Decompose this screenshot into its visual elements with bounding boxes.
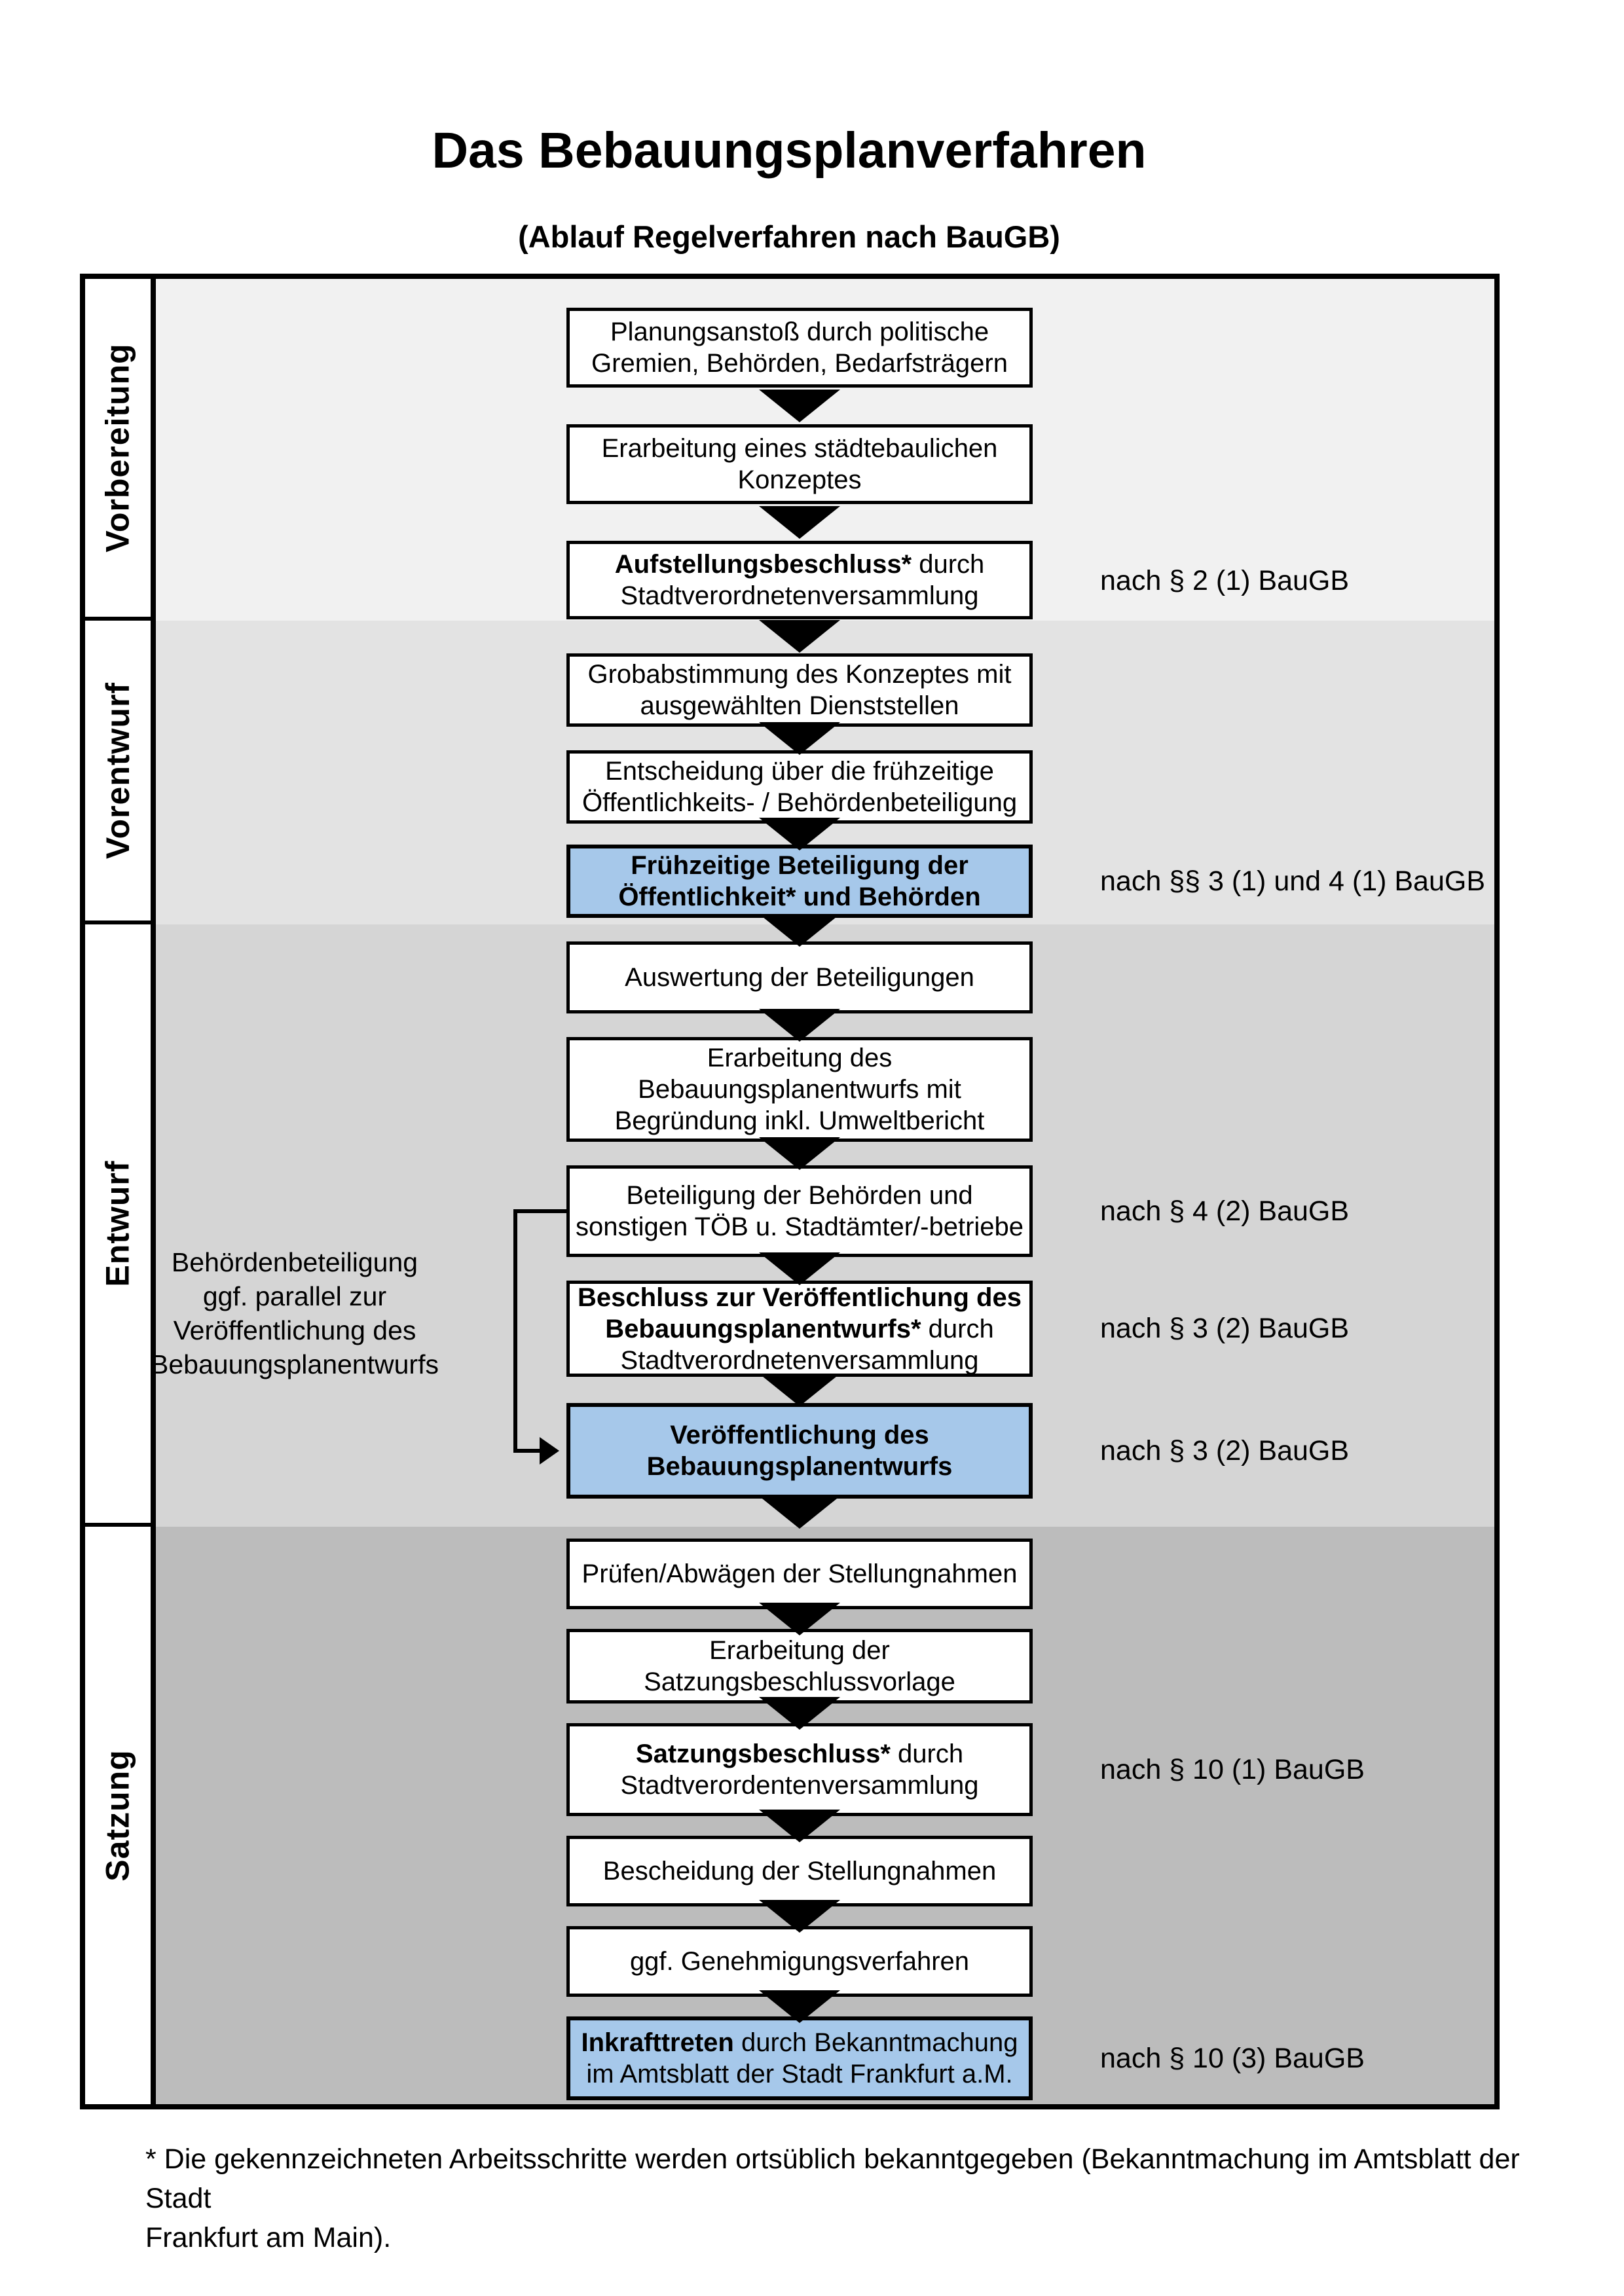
flow-arrow-down — [759, 1009, 840, 1042]
flow-step-planungsanstoss: Planungsanstoß durch politische Gremien,… — [566, 308, 1033, 388]
flow-arrow-down — [759, 1252, 840, 1285]
phase-label-entwurf: Entwurf — [85, 924, 151, 1527]
flow-step-fruehzeitige-beteiligung-highlighted: Frühzeitige Beteiligung der Öffentlichke… — [566, 845, 1033, 918]
step-text: Grobabstimmung des Konzeptes mit — [587, 660, 1012, 689]
flow-step-auswertung-beteiligungen: Auswertung der Beteiligungen — [566, 941, 1033, 1013]
flow-step-pruefen-abwaegen: Prüfen/Abwägen der Stellungnahmen — [566, 1539, 1033, 1609]
step-text: Inkrafttreten durch Bekanntmachung — [581, 2028, 1018, 2057]
phase-label-text: Vorbereitung — [100, 343, 137, 553]
step-text: Entscheidung über die frühzeitige — [605, 757, 994, 786]
side-note-parallel-behoerdenbeteiligung: Behördenbeteiligung ggf. parallel zur Ve… — [105, 1245, 485, 1381]
step-text: Bebauungsplanentwurfs* durch — [605, 1314, 994, 1343]
step-text: Prüfen/Abwägen der Stellungnahmen — [581, 1559, 1018, 1588]
phase-label-satzung: Satzung — [85, 1527, 151, 2104]
flow-step-grobabstimmung: Grobabstimmung des Konzeptes mit ausgewä… — [566, 653, 1033, 727]
flow-step-satzungsbeschluss: Satzungsbeschluss* durch Stadtverordente… — [566, 1723, 1033, 1816]
side-note-line: Behördenbeteiligung — [171, 1247, 418, 1277]
flow-arrow-down — [759, 1990, 840, 2023]
phase-label-text: Satzung — [100, 1749, 136, 1882]
step-text: Bescheidung der Stellungnahmen — [602, 1857, 997, 1886]
step-text: ggf. Genehmigungsverfahren — [629, 1947, 970, 1976]
step-text: Aufstellungsbeschluss* durch — [614, 550, 985, 579]
step-text: im Amtsblatt der Stadt Frankfurt a.M. — [586, 2060, 1013, 2088]
step-text: Erarbeitung eines städtebaulichen — [601, 434, 998, 463]
step-text: Erarbeitung des — [707, 1044, 893, 1072]
flow-arrow-down — [759, 620, 840, 653]
legal-ref-satzungsbeschluss: nach § 10 (1) BauGB — [1100, 1754, 1365, 1785]
side-note-line: Veröffentlichung des — [173, 1315, 416, 1345]
step-text: Öffentlichkeits- / Behördenbeteiligung — [581, 788, 1018, 817]
flow-step-aufstellungsbeschluss: Aufstellungsbeschluss* durch Stadtverord… — [566, 541, 1033, 619]
footnote-line: Frankfurt am Main). — [145, 2222, 392, 2253]
footnote-line: * Die gekennzeichneten Arbeitsschritte w… — [145, 2143, 1520, 2214]
legal-ref-veroeffentlichung: nach § 3 (2) BauGB — [1100, 1435, 1350, 1467]
legal-ref-beschluss-veroeffentlichung: nach § 3 (2) BauGB — [1100, 1313, 1350, 1344]
step-text: Beschluss zur Veröffentlichung des — [578, 1283, 1022, 1312]
step-text: Satzungsbeschluss* durch — [635, 1740, 964, 1768]
connector-arrowhead-right — [540, 1437, 559, 1465]
legal-ref-fruehzeitige-beteiligung: nach §§ 3 (1) und 4 (1) BauGB — [1100, 866, 1486, 897]
page-title: Das Bebauungsplanverfahren — [432, 122, 1147, 179]
step-text: Bebauungsplanentwurfs — [646, 1452, 953, 1481]
side-note-line: Bebauungsplanentwurfs — [151, 1349, 439, 1379]
phase-label-vorbereitung: Vorbereitung — [85, 279, 151, 621]
flow-step-bescheidung-stellungnahmen: Bescheidung der Stellungnahmen — [566, 1836, 1033, 1906]
step-text: Bebauungsplanentwurfs mit — [638, 1075, 961, 1104]
step-text: Auswertung der Beteiligungen — [625, 963, 974, 992]
flow-step-erarbeitung-bebauungsplanentwurf: Erarbeitung des Bebauungsplanentwurfs mi… — [566, 1037, 1033, 1142]
flow-arrow-down — [759, 1374, 840, 1406]
phase-label-column: Vorbereitung Vorentwurf Entwurf Satzung — [85, 279, 156, 2104]
step-text: Stadtverordnetenversammlung — [620, 581, 979, 610]
flow-arrow-down — [759, 506, 840, 539]
flow-step-satzungsbeschlussvorlage: Erarbeitung der Satzungsbeschlussvorlage — [566, 1629, 1033, 1704]
step-text: sonstigen TÖB u. Stadtämter/-betriebe — [575, 1212, 1024, 1241]
flow-step-veroeffentlichung-highlighted: Veröffentlichung des Bebauungsplanentwur… — [566, 1403, 1033, 1499]
step-text: ausgewählten Dienststellen — [640, 691, 959, 720]
page-subtitle: (Ablauf Regelverfahren nach BauGB) — [518, 219, 1060, 254]
step-text: Beteiligung der Behörden und — [626, 1181, 973, 1210]
flow-arrow-down — [759, 1697, 840, 1730]
connector-line-horizontal — [513, 1209, 566, 1213]
step-text: Stadtverordentenversammlung — [620, 1771, 979, 1800]
flow-arrow-down — [759, 1900, 840, 1933]
step-text: Veröffentlichung des — [670, 1421, 929, 1449]
step-text: Frühzeitige Beteiligung der — [631, 851, 969, 880]
connector-line-vertical — [513, 1209, 517, 1453]
step-text: Gremien, Behörden, Bedarfsträgern — [591, 349, 1008, 378]
step-text: Stadtverordnetenversammlung — [620, 1345, 979, 1375]
phase-label-text: Vorentwurf — [100, 682, 136, 860]
flow-arrow-down — [759, 1496, 840, 1529]
flow-step-behoerden-toeb-beteiligung: Beteiligung der Behörden und sonstigen T… — [566, 1165, 1033, 1257]
flow-arrow-down — [759, 1137, 840, 1170]
step-text: Satzungsbeschlussvorlage — [644, 1667, 955, 1696]
legal-ref-aufstellungsbeschluss: nach § 2 (1) BauGB — [1100, 565, 1350, 596]
flow-arrow-down — [759, 1810, 840, 1842]
flow-step-genehmigungsverfahren: ggf. Genehmigungsverfahren — [566, 1926, 1033, 1997]
step-text: Öffentlichkeit* und Behörden — [618, 883, 981, 911]
flow-arrow-down — [759, 1603, 840, 1635]
flow-arrow-down — [759, 722, 840, 755]
legal-ref-inkrafttreten: nach § 10 (3) BauGB — [1100, 2043, 1365, 2074]
legal-ref-behoerdenbeteiligung: nach § 4 (2) BauGB — [1100, 1195, 1350, 1227]
step-text: Begründung inkl. Umweltbericht — [614, 1106, 985, 1135]
flowchart-frame: Vorbereitung Vorentwurf Entwurf Satzung … — [80, 274, 1500, 2109]
step-text: Konzeptes — [737, 465, 862, 494]
flow-arrow-down — [759, 818, 840, 850]
step-text: Planungsanstoß durch politische — [610, 318, 989, 346]
side-note-line: ggf. parallel zur — [202, 1281, 387, 1311]
flow-arrow-down — [759, 390, 840, 422]
step-text: Erarbeitung der — [709, 1636, 890, 1665]
connector-line-horizontal — [513, 1449, 544, 1453]
phase-label-vorentwurf: Vorentwurf — [85, 621, 151, 924]
flow-step-inkrafttreten-highlighted: Inkrafttreten durch Bekanntmachung im Am… — [566, 2016, 1033, 2100]
flow-step-staedtebauliches-konzept: Erarbeitung eines städtebaulichen Konzep… — [566, 424, 1033, 504]
flow-step-beschluss-veroeffentlichung: Beschluss zur Veröffentlichung des Bebau… — [566, 1281, 1033, 1377]
footnote: * Die gekennzeichneten Arbeitsschritte w… — [145, 2140, 1540, 2257]
flow-step-entscheidung-fruehzeitige-beteiligung: Entscheidung über die frühzeitige Öffent… — [566, 750, 1033, 824]
flow-arrow-down — [759, 914, 840, 947]
